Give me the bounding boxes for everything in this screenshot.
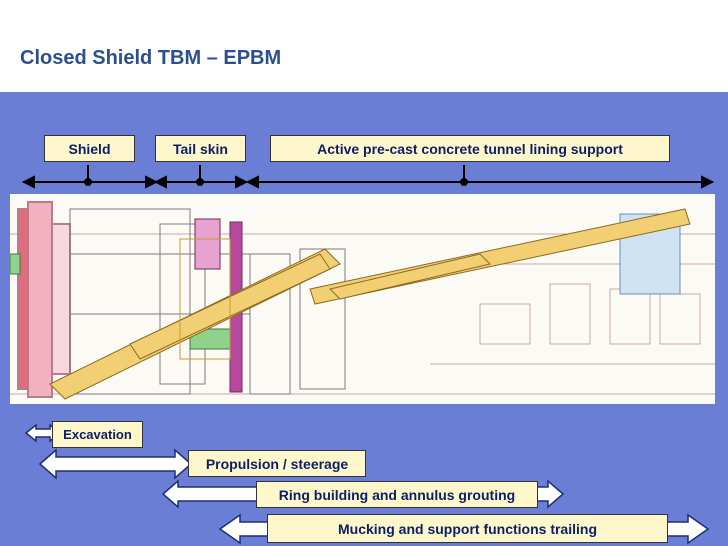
mucking-label: Mucking and support functions trailing [267, 514, 668, 543]
tbm-drawing [10, 194, 715, 404]
tail-skin-label: Tail skin [155, 135, 246, 162]
ring-building-label: Ring building and annulus grouting [256, 481, 538, 508]
slide-title: Closed Shield TBM – EPBM [20, 47, 282, 69]
propulsion-label: Propulsion / steerage [188, 450, 366, 477]
shield-label: Shield [44, 135, 135, 162]
excavation-label: Excavation [52, 421, 143, 448]
active-support-label: Active pre-cast concrete tunnel lining s… [270, 135, 670, 162]
